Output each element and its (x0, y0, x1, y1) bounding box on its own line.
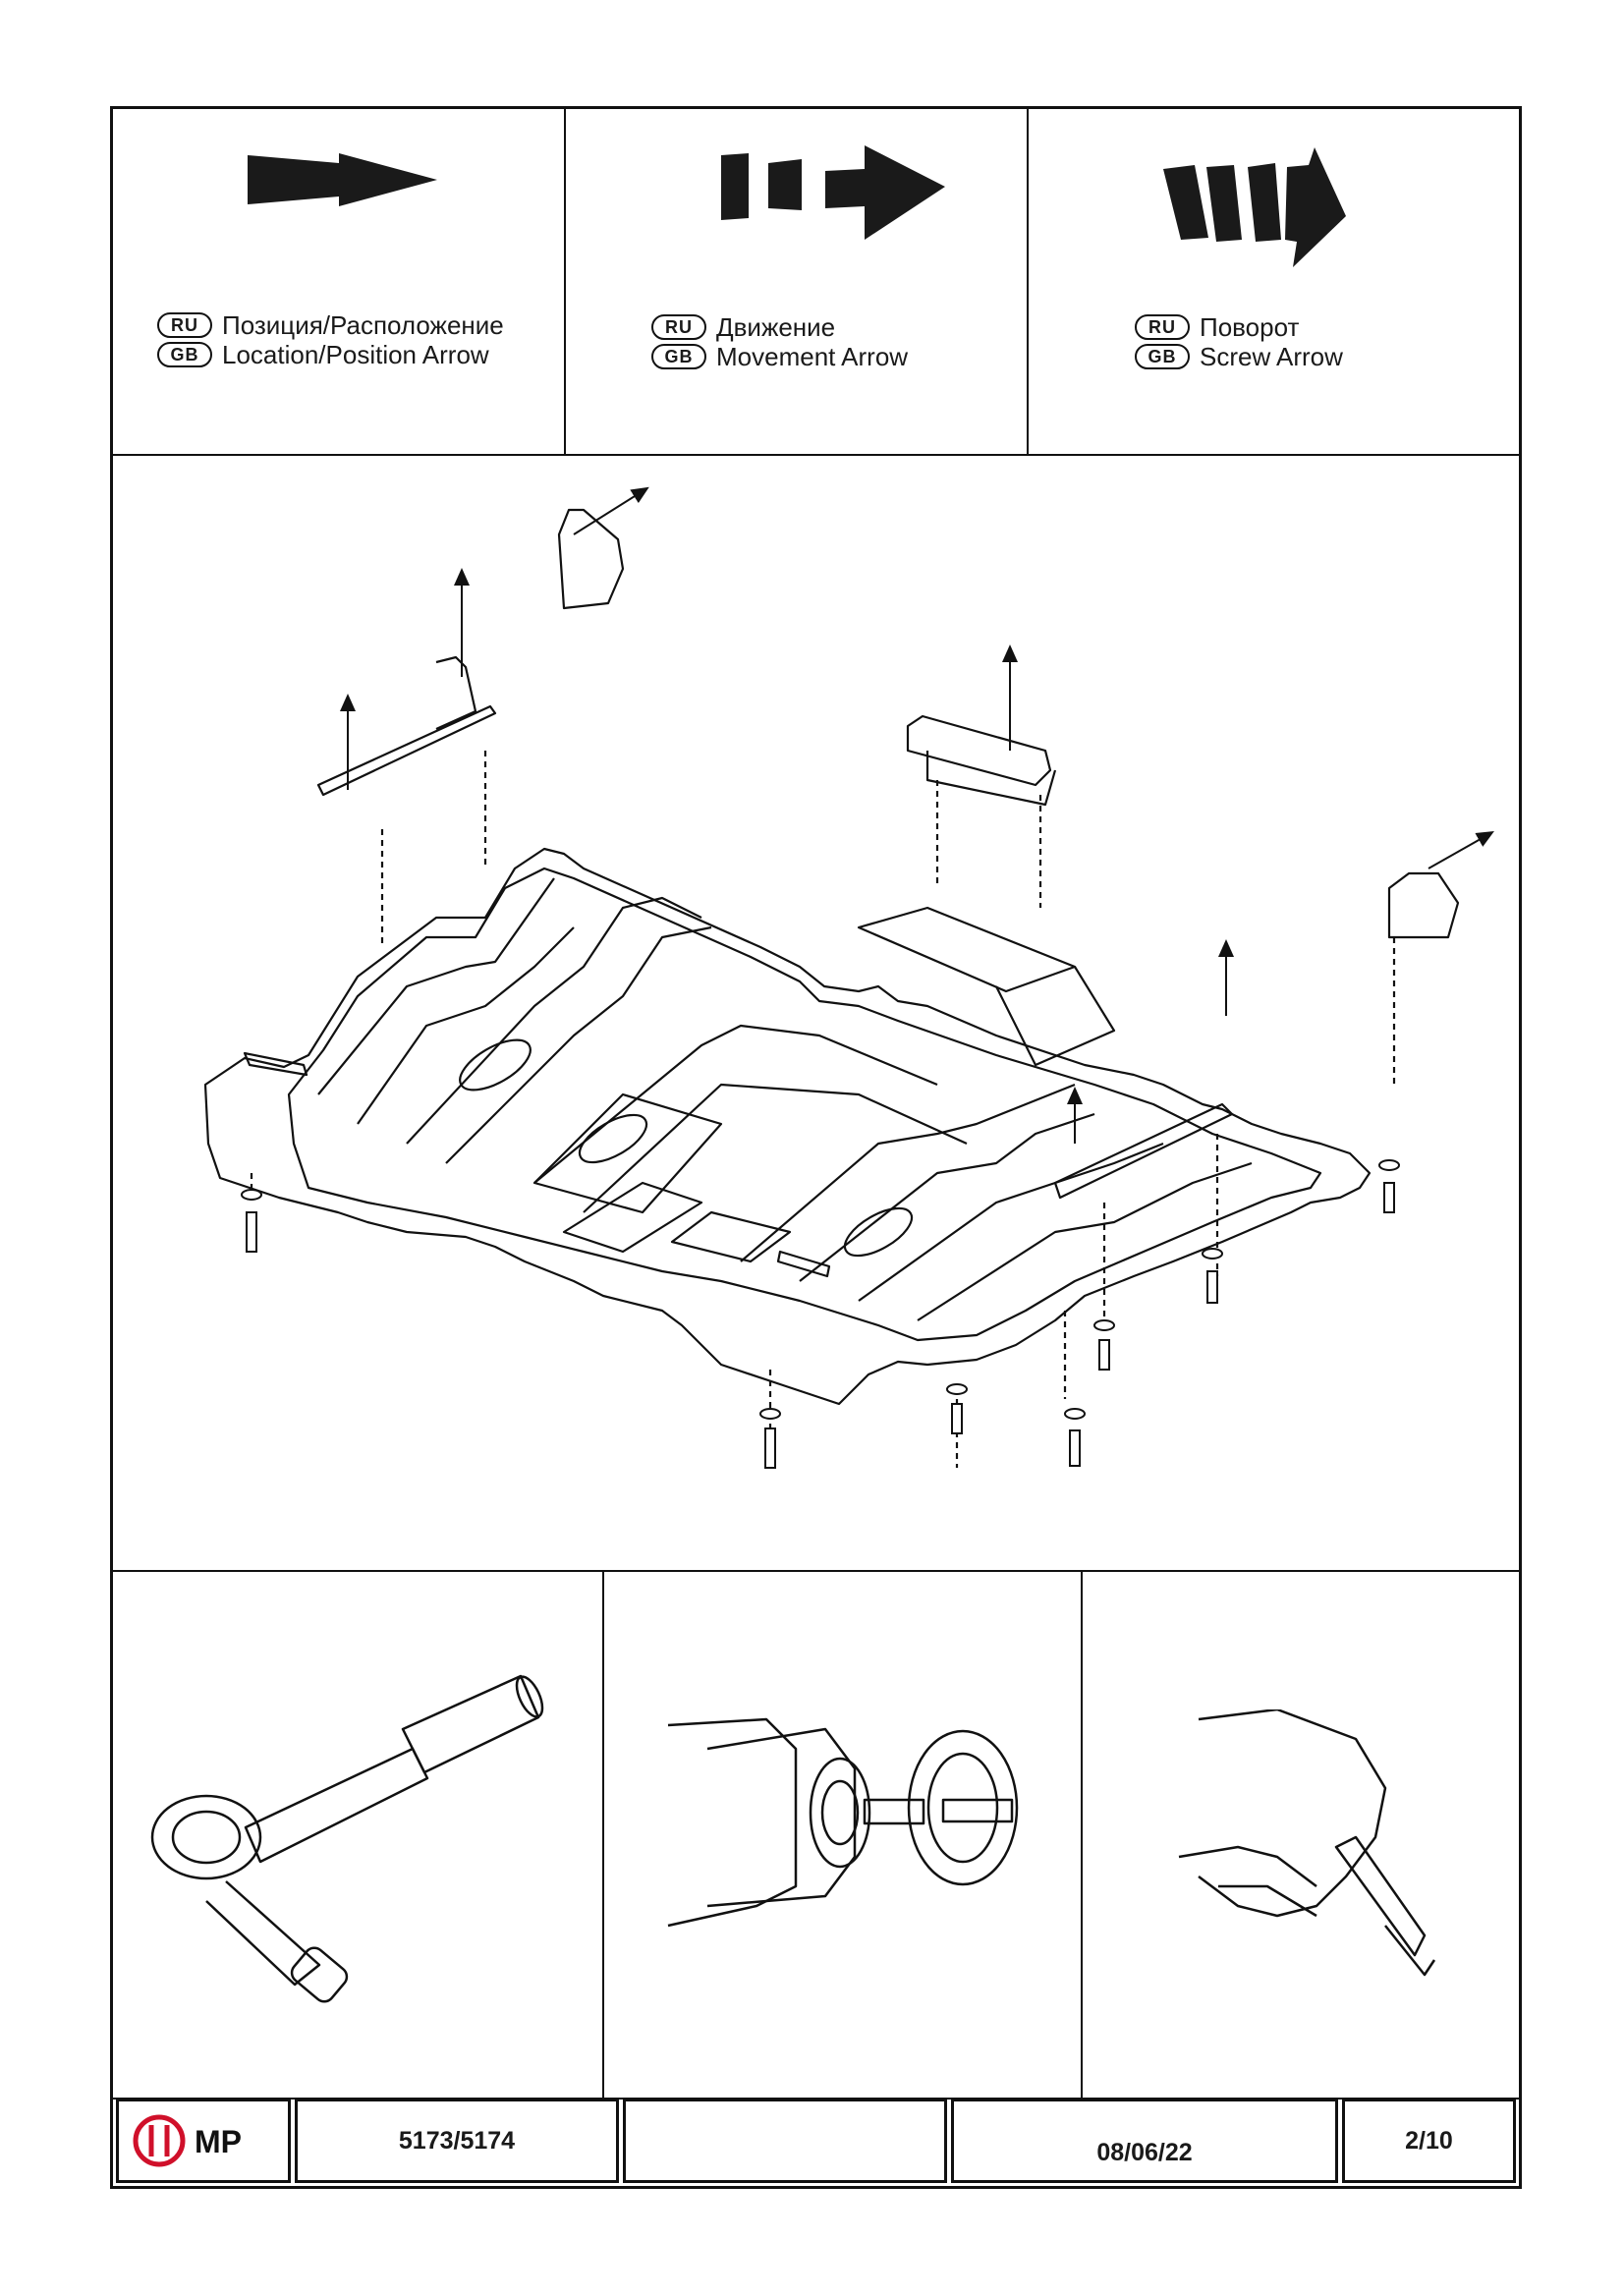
utility-knife-icon (1178, 1709, 1436, 1977)
diagram-divider (110, 1570, 1522, 1572)
skid-plate-assembly-diagram (203, 486, 1494, 1469)
gb-badge: GB (157, 342, 212, 367)
legend-gb-label: Movement Arrow (716, 342, 909, 371)
dashed-arrow-icon (721, 145, 945, 240)
part-number: 5173/5174 (295, 2099, 619, 2183)
tools-col-divider-1 (602, 1570, 604, 2100)
ru-badge: RU (651, 314, 706, 340)
legend-col-divider-2 (1027, 106, 1029, 456)
legend-ru-label: Поворот (1200, 312, 1300, 342)
blank-cell (623, 2099, 947, 2183)
legend-col-divider-1 (564, 106, 566, 456)
drill-hole-saw-icon (667, 1717, 1019, 1928)
gb-badge: GB (651, 344, 706, 369)
page-number: 2/10 (1342, 2099, 1516, 2183)
revision-date: 08/06/22 (951, 2099, 1338, 2183)
ratchet-wrench-icon (150, 1674, 544, 2003)
title-block: MP 5173/5174 08/06/22 2/10 (110, 2093, 1522, 2189)
tools-col-divider-2 (1081, 1570, 1083, 2100)
page-frame (110, 106, 1522, 2189)
ru-badge: RU (157, 312, 212, 338)
company-logo-icon: MP (133, 2114, 242, 2167)
legend-gb-label: Screw Arrow (1200, 342, 1343, 371)
logo-cell: MP (116, 2099, 291, 2183)
legend-ru-label: Позиция/Расположение (222, 310, 504, 340)
solid-arrow-icon (248, 153, 437, 206)
curved-arrow-icon (1163, 147, 1346, 267)
legend-location: RU Позиция/Расположение GB Location/Positi… (157, 310, 504, 369)
legend-screw: RU Поворот GB Screw Arrow (1135, 312, 1343, 371)
gb-badge: GB (1135, 344, 1190, 369)
legend-movement: RU Движение GB Movement Arrow (651, 312, 908, 371)
legend-ru-label: Движение (716, 312, 836, 342)
ru-badge: RU (1135, 314, 1190, 340)
legend-gb-label: Location/Position Arrow (222, 340, 489, 369)
legend-divider (110, 454, 1522, 456)
logo-text: MP (195, 2124, 242, 2159)
